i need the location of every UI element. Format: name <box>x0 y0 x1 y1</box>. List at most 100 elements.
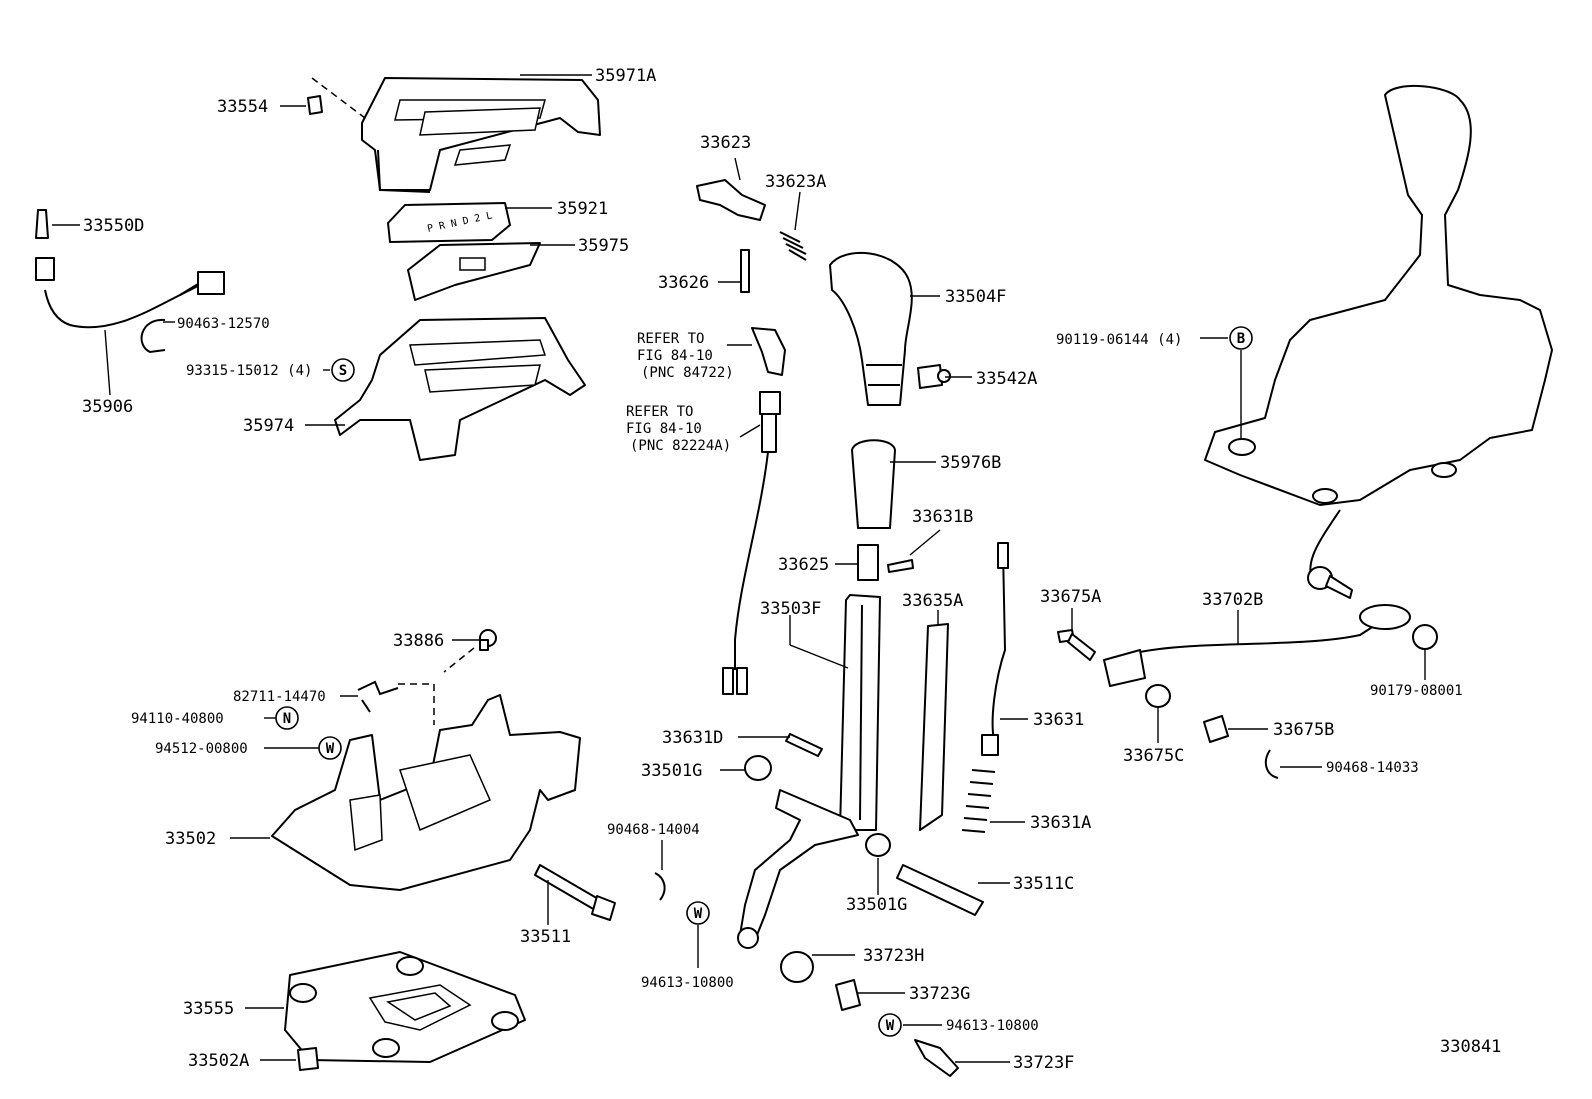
svg-text:(PNC 84722): (PNC 84722) <box>641 365 734 381</box>
harness-ref-82224a <box>722 391 781 695</box>
label-33626: 33626 <box>658 273 709 293</box>
spring-82711-14470 <box>357 680 399 713</box>
bolt-33511 <box>534 864 616 921</box>
label-94110-40800: 94110-40800 <box>131 711 224 727</box>
shaft-33511c <box>896 864 984 916</box>
svg-text:FIG 84-10: FIG 84-10 <box>637 348 713 364</box>
label-33501g-upper: 33501G <box>641 761 702 781</box>
pin-33723f <box>914 1039 959 1077</box>
link-rod-33702b <box>1103 604 1411 687</box>
label-35906: 35906 <box>82 397 133 417</box>
label-33623a: 33623A <box>765 172 826 192</box>
label-33675b: 33675B <box>1273 720 1334 740</box>
bolt-33886 <box>479 629 497 651</box>
label-33631d: 33631D <box>662 728 723 748</box>
label-33723g: 33723G <box>909 984 970 1004</box>
screw-33542a <box>917 364 951 389</box>
label-33675a: 33675A <box>1040 587 1101 607</box>
marker-b-icon: B <box>1229 326 1253 350</box>
label-33501g-lower: 33501G <box>846 895 907 915</box>
spring-33623a <box>779 231 807 261</box>
reference-note-82224a: REFER TO FIG 84-10 (PNC 82224A) <box>626 404 761 454</box>
label-33542a: 33542A <box>976 369 1037 389</box>
label-35974: 35974 <box>243 416 294 436</box>
label-33511c: 33511C <box>1013 874 1074 894</box>
diagram-id: 330841 <box>1440 1037 1501 1057</box>
knob-sleeve-35976b <box>851 439 896 529</box>
label-33723h: 33723H <box>863 946 924 966</box>
clip-33723h <box>780 951 814 983</box>
marker-n-icon: N <box>275 706 299 730</box>
label-90119-06144: 90119-06144 (4) <box>1056 332 1182 348</box>
pin-33631d <box>785 733 823 757</box>
label-33502: 33502 <box>165 829 216 849</box>
svg-text:W: W <box>886 1018 895 1034</box>
spring-33631a <box>961 769 996 833</box>
clamp-90463-12570 <box>140 318 166 354</box>
label-94512-00800: 94512-00800 <box>155 741 248 757</box>
pin-33626 <box>740 249 750 293</box>
indicator-housing-35971a <box>361 77 601 193</box>
label-33631: 33631 <box>1033 710 1084 730</box>
shift-knob-33504f <box>829 252 913 406</box>
lever-assembly-outline <box>1204 84 1553 599</box>
button-33623 <box>696 179 766 221</box>
wire-harness-35906 <box>35 257 225 329</box>
label-33675c: 33675C <box>1123 746 1184 766</box>
label-35976b: 35976B <box>940 453 1001 473</box>
label-33502a: 33502A <box>188 1051 249 1071</box>
bushing-33501g-upper <box>744 755 772 781</box>
label-35975: 35975 <box>578 236 629 256</box>
label-33702b: 33702B <box>1202 590 1263 610</box>
clip-90468-14033 <box>1264 749 1279 779</box>
label-90179-08001: 90179-08001 <box>1370 683 1463 699</box>
label-33886: 33886 <box>393 631 444 651</box>
bushing-33675c <box>1145 684 1171 708</box>
slide-plate-35975 <box>407 242 541 301</box>
label-94613-10800-b: 94613-10800 <box>946 1018 1039 1034</box>
label-94613-10800-a: 94613-10800 <box>641 975 734 991</box>
marker-w-icon: W <box>878 1013 902 1037</box>
bushing-33625 <box>857 544 879 581</box>
bushing-33675b <box>1203 715 1229 743</box>
lever-arm <box>737 789 859 949</box>
cover-33555 <box>284 951 526 1063</box>
lever-sub-33635a <box>919 623 949 831</box>
label-35971a: 35971A <box>595 66 656 86</box>
label-33503f: 33503F <box>760 599 821 619</box>
leader-lines <box>52 74 1426 1063</box>
svg-text:W: W <box>694 906 703 922</box>
clip-90468-14004 <box>654 872 666 901</box>
label-33511: 33511 <box>520 927 571 947</box>
label-33723f: 33723F <box>1013 1053 1074 1073</box>
svg-text:FIG 84-10: FIG 84-10 <box>626 421 702 437</box>
bolt-33675a <box>1057 629 1096 661</box>
label-82711-14470: 82711-14470 <box>233 689 326 705</box>
rod-33631 <box>981 542 1009 756</box>
bushing-33723g <box>835 979 861 1011</box>
marker-w-icon: W <box>318 736 342 760</box>
label-33555: 33555 <box>183 999 234 1019</box>
label-33625: 33625 <box>778 555 829 575</box>
label-35921: 35921 <box>557 199 608 219</box>
bulb-socket-33554 <box>307 95 323 115</box>
svg-text:B: B <box>1237 331 1245 347</box>
label-33631a: 33631A <box>1030 813 1091 833</box>
pin-33631b <box>887 559 914 573</box>
svg-text:REFER TO: REFER TO <box>637 331 704 347</box>
label-33554: 33554 <box>217 97 268 117</box>
connector-ref-84722 <box>751 327 786 376</box>
shift-bracket-33502 <box>271 694 581 891</box>
label-90463-12570: 90463-12570 <box>177 316 270 332</box>
position-indicator-housing-35974 <box>334 317 586 461</box>
label-90468-14004: 90468-14004 <box>607 822 700 838</box>
marker-s-icon: S <box>331 358 355 382</box>
marker-w-icon: W <box>686 901 710 925</box>
svg-text:N: N <box>283 711 291 727</box>
label-33504f: 33504F <box>945 287 1006 307</box>
label-33631b: 33631B <box>912 507 973 527</box>
indicator-plate-35921: P R N D 2 L <box>387 202 511 243</box>
grommet-33502a <box>297 1047 319 1071</box>
label-33623: 33623 <box>700 133 751 153</box>
